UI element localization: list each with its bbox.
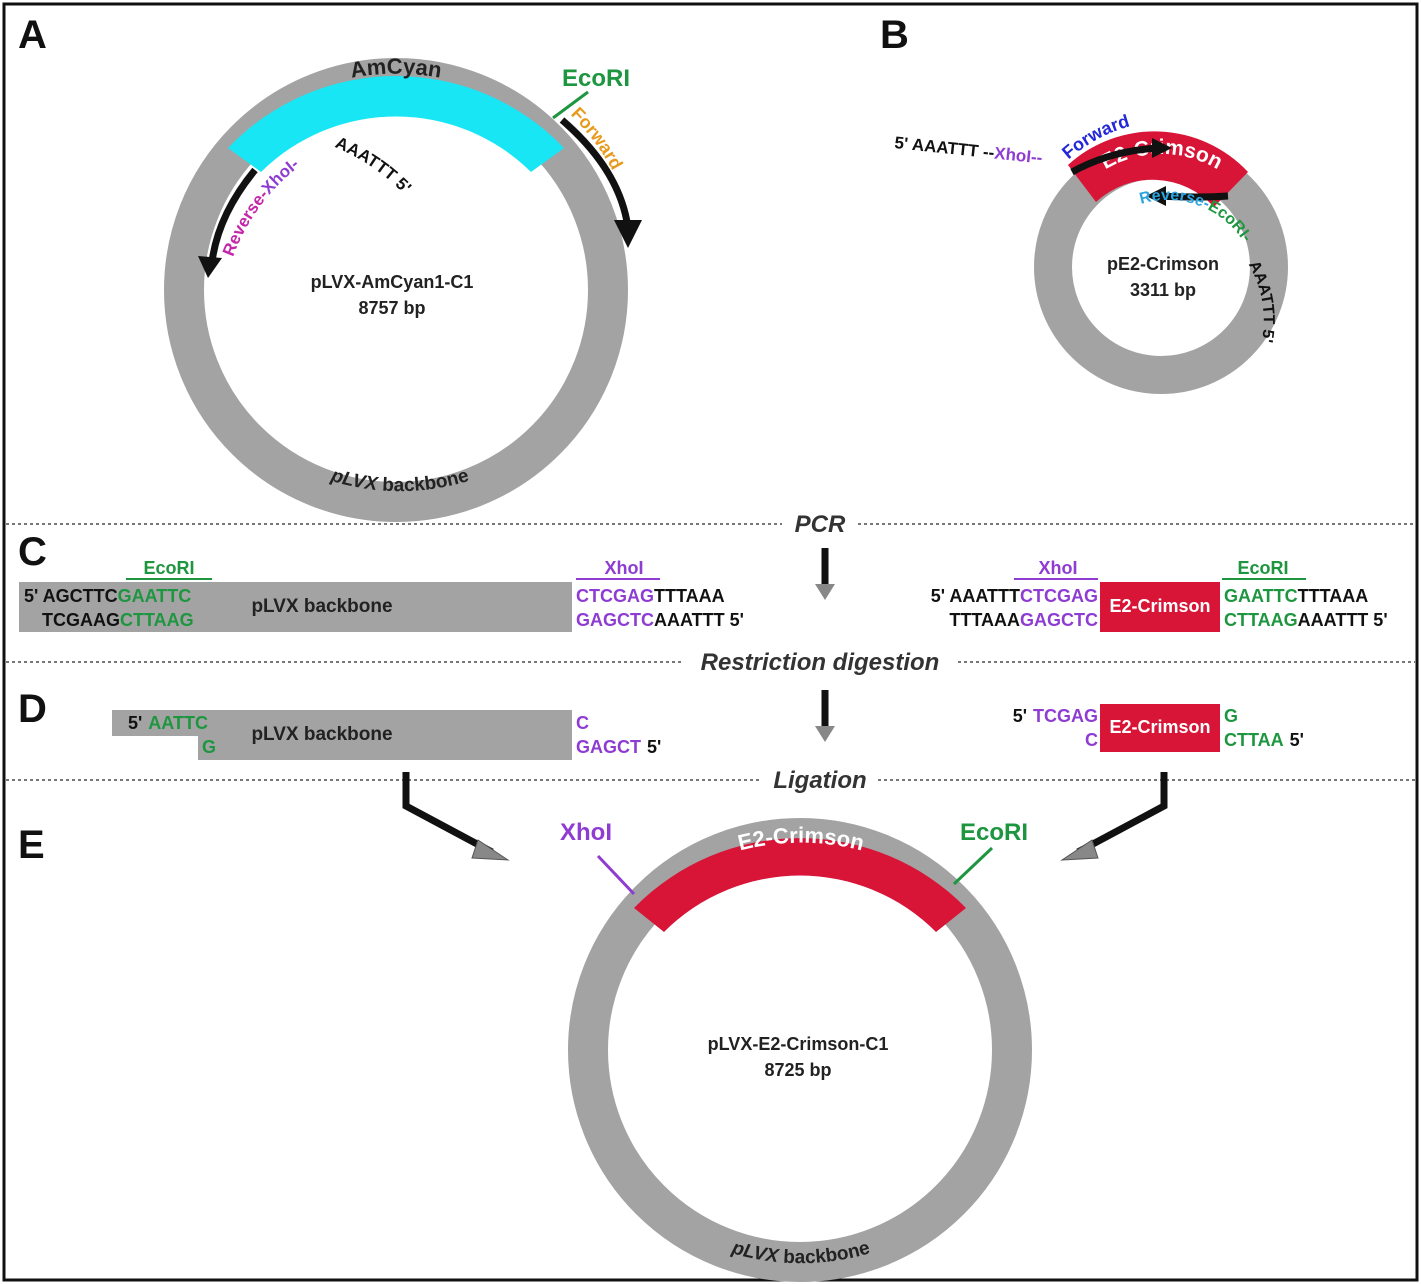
- insert-label-c: E2-Crimson: [1109, 596, 1210, 616]
- plasmid-e-size: 8725 bp: [764, 1060, 831, 1080]
- plasmid-a-name: pLVX-AmCyan1-C1: [311, 272, 474, 292]
- right-top-overhang-d: 5'TCGAG: [1013, 706, 1098, 726]
- reverse-tail-a: AAATTT 5': [333, 133, 415, 197]
- amcyan-label: AmCyan: [349, 54, 444, 83]
- step-ligation: Ligation: [773, 767, 866, 794]
- step-restriction-digestion: Restriction digestion: [701, 649, 940, 676]
- forward-arrowhead-b: [1152, 138, 1172, 158]
- mid-bottom-strand-c: GAGCTCAAATTT 5': [576, 610, 744, 630]
- mid-top-d: C: [576, 713, 589, 733]
- plasmid-a-size: 8757 bp: [358, 298, 425, 318]
- ligation-arrowhead-right: [1060, 839, 1099, 861]
- plasmid-e-name: pLVX-E2-Crimson-C1: [708, 1034, 889, 1054]
- plasmid-pLVX-E2-Crimson-C1: [568, 818, 1032, 1282]
- xhoi-site-e: [596, 854, 636, 896]
- forward-primer-label-b: 5' AAATTT --XhoI--: [894, 133, 1044, 167]
- right2-top-d: G: [1224, 706, 1238, 726]
- crimson-segment-e: [634, 838, 966, 932]
- plasmid-pLVX-AmCyan1-C1: [164, 58, 628, 522]
- panel-letter-d: D: [18, 687, 47, 731]
- ecori-label-c-right: EcoRI: [1237, 558, 1288, 578]
- pcr-insert-fragment: [1100, 582, 1220, 632]
- down-arrowhead-d: [815, 726, 835, 742]
- panel-letter-c: C: [18, 530, 47, 574]
- left-top-overhang-d: 5'AATTC: [128, 713, 208, 733]
- reverse-arrow-a: [208, 167, 258, 263]
- left-top-strand-c: 5' AGCTTCGAATTC: [24, 586, 191, 606]
- digested-insert-fragment: [1100, 704, 1220, 752]
- digested-backbone-fragment: [112, 710, 572, 760]
- right-bottom-strand-c: TTTAAAGAGCTC: [949, 610, 1098, 630]
- ligation-arrow-right: [1076, 772, 1168, 856]
- insert-label-d: E2-Crimson: [1109, 717, 1210, 737]
- step-pcr: PCR: [795, 511, 846, 538]
- xhoi-label-e: XhoI: [560, 819, 612, 846]
- panel-letter-b: B: [880, 13, 909, 57]
- right-top-strand-c: 5' AAATTTCTCGAG: [931, 586, 1098, 606]
- forward-arrow-b: [1070, 144, 1161, 176]
- backbone-label-c: pLVX backbone: [251, 596, 392, 617]
- panel-letter-e: E: [18, 823, 45, 867]
- forward-arrow-a: [559, 117, 632, 229]
- plasmid-e-backbone-ring: [568, 818, 1032, 1282]
- ligation-arrow-left: [402, 772, 494, 856]
- backbone-label-d: pLVX backbone: [251, 724, 392, 745]
- xhoi-label-c: XhoI: [605, 558, 644, 578]
- plasmid-b-size: 3311 bp: [1130, 280, 1196, 300]
- ecori-label-c: EcoRI: [143, 558, 194, 578]
- ecori-label-a: EcoRI: [562, 65, 630, 92]
- right-bottom-d: C: [1085, 730, 1098, 750]
- ecori-site-a: [552, 90, 589, 120]
- ecori-label-e: EcoRI: [960, 819, 1028, 846]
- ecori-site-e: [952, 846, 994, 886]
- pcr-backbone-fragment: [19, 582, 572, 632]
- right2-bottom-strand-c: CTTAAGAAATTT 5': [1224, 610, 1388, 630]
- left-bottom-d: G: [202, 737, 216, 757]
- right2-top-strand-c: GAATTCTTTAAA: [1224, 586, 1368, 606]
- left-bottom-strand-c: TCGAAGCTTAAG: [42, 610, 194, 630]
- panel-letter-a: A: [18, 13, 47, 57]
- reverse-arrowhead-a: [198, 256, 222, 278]
- plasmid-b-name: pE2-Crimson: [1107, 254, 1219, 274]
- crimson-segment-b: [1068, 131, 1248, 207]
- xhoi-label-c-right: XhoI: [1039, 558, 1078, 578]
- mid-top-strand-c: CTCGAGTTTAAA: [576, 586, 725, 606]
- down-arrowhead-c: [815, 584, 835, 600]
- reverse-arrowhead-b: [1146, 186, 1166, 206]
- plasmid-pE2-Crimson: [1034, 131, 1288, 394]
- amcyan-segment: [228, 75, 564, 172]
- forward-arrowhead-a: [614, 220, 642, 248]
- ligation-arrowhead-left: [471, 839, 510, 861]
